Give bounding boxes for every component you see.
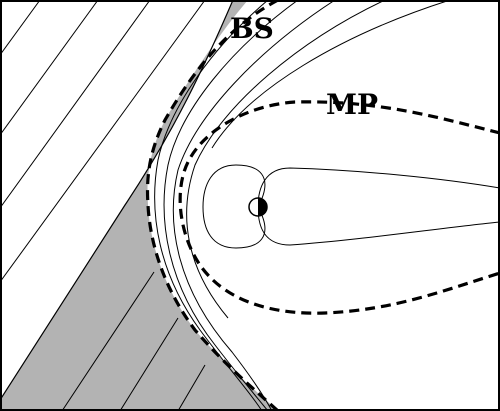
shaded-region	[0, 0, 278, 411]
bow-shock-curve	[145, 0, 280, 411]
solar-wind-field-lines	[0, 0, 206, 283]
shock-upstream-boundary	[0, 0, 234, 401]
sheath-field-lines	[61, 271, 206, 411]
earth-icon	[248, 197, 268, 217]
bow-shock-label: BS	[230, 12, 274, 45]
magnetopause-label: MP	[326, 88, 378, 121]
dayside-field-loop	[202, 164, 266, 249]
magnetopause-curve	[178, 100, 500, 315]
